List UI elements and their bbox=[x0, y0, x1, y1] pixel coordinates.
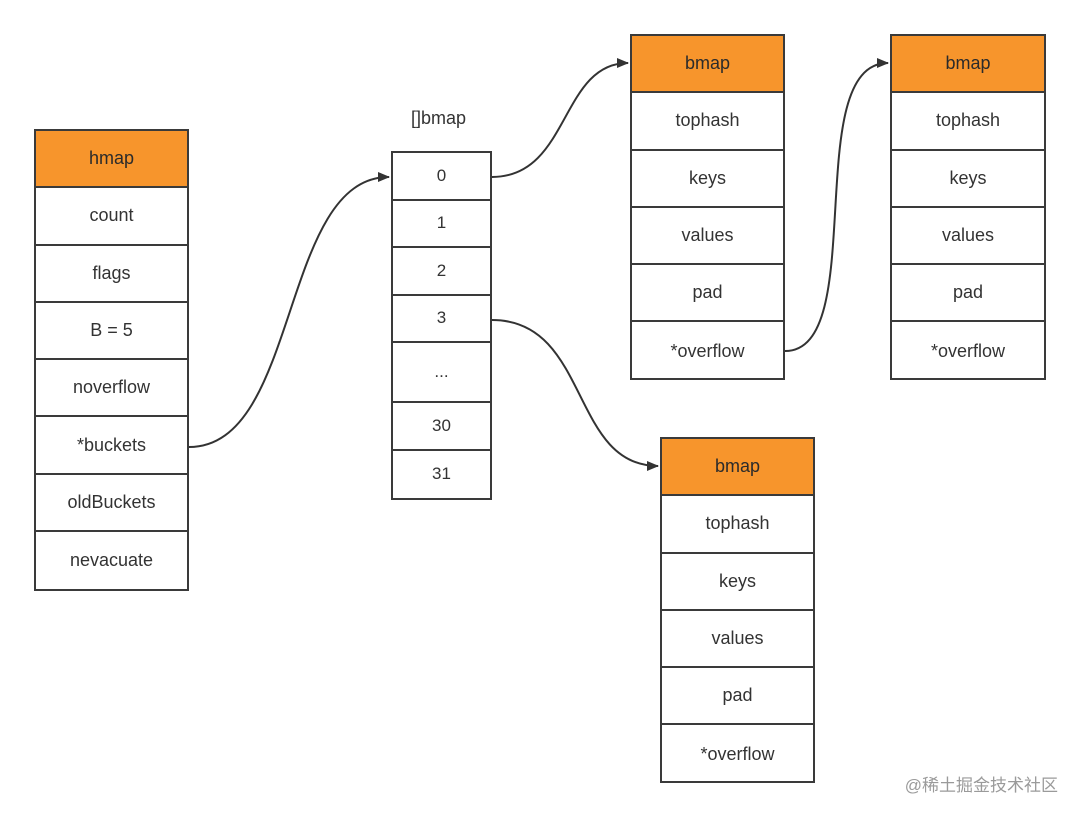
arrow-buckets-to-array bbox=[188, 172, 390, 448]
bucket-index-31: 31 bbox=[432, 464, 451, 484]
hmap-header: hmap bbox=[36, 131, 187, 189]
hmap-field-buckets: *buckets bbox=[36, 417, 187, 475]
bmap-bucket-3: bmap tophash keys values pad *overflow bbox=[660, 437, 815, 783]
bmap-overflow-field-values: values bbox=[892, 208, 1044, 266]
bucket-index-0: 0 bbox=[393, 153, 490, 201]
arrow-bmap-overflow-link bbox=[784, 58, 889, 352]
bmap-0-header: bmap bbox=[632, 36, 783, 94]
bucket-index-2: 2 bbox=[393, 248, 490, 296]
hmap-field-count: count bbox=[36, 188, 187, 246]
hmap-field-flags: flags bbox=[36, 246, 187, 303]
bmap-overflow-field-pad: pad bbox=[892, 265, 1044, 323]
hmap-field-noverflow: noverflow bbox=[36, 360, 187, 418]
bucket-index-30: 30 bbox=[393, 403, 490, 451]
arrow-bucket0-to-bmap bbox=[491, 58, 629, 178]
bmap-0-field-keys: keys bbox=[632, 151, 783, 208]
bmap-overflow: bmap tophash keys values pad *overflow bbox=[890, 34, 1046, 380]
bmap-bucket-0: bmap tophash keys values pad *overflow bbox=[630, 34, 785, 380]
arrow-bucket3-to-bmap bbox=[491, 319, 659, 471]
bmap-3-field-tophash: tophash bbox=[662, 496, 813, 554]
hmap-field-b: B = 5 bbox=[36, 303, 187, 361]
bmap-overflow-field-keys: keys bbox=[892, 151, 1044, 208]
bmap-overflow-field-tophash: tophash bbox=[892, 93, 1044, 151]
bucket-index-1: 1 bbox=[393, 201, 490, 248]
bmap-overflow-field-overflow: *overflow bbox=[930, 340, 1006, 361]
bucket-index-ellipsis: ... bbox=[393, 343, 490, 403]
hmap-field-oldbuckets: oldBuckets bbox=[36, 475, 187, 533]
bmap-3-header: bmap bbox=[662, 439, 813, 497]
hmap-struct: hmap count flags B = 5 noverflow *bucket… bbox=[34, 129, 189, 591]
bmap-3-field-values: values bbox=[662, 611, 813, 669]
bucket-index-3: 3 bbox=[393, 296, 490, 343]
watermark: @稀土掘金技术社区 bbox=[904, 776, 1058, 795]
bmap-0-field-tophash: tophash bbox=[632, 93, 783, 151]
bmap-0-field-pad: pad bbox=[632, 265, 783, 323]
hmap-field-nevacuate: nevacuate bbox=[69, 550, 154, 571]
bmap-0-field-overflow: *overflow bbox=[670, 340, 745, 361]
bmap-overflow-header: bmap bbox=[892, 36, 1044, 94]
bucket-array: 0 1 2 3 ... 30 31 bbox=[391, 151, 492, 500]
bmap-3-field-keys: keys bbox=[662, 554, 813, 611]
bmap-3-field-overflow: *overflow bbox=[700, 743, 775, 764]
bucket-array-label: []bmap bbox=[411, 108, 467, 128]
bmap-3-field-pad: pad bbox=[662, 668, 813, 726]
bmap-0-field-values: values bbox=[632, 208, 783, 266]
